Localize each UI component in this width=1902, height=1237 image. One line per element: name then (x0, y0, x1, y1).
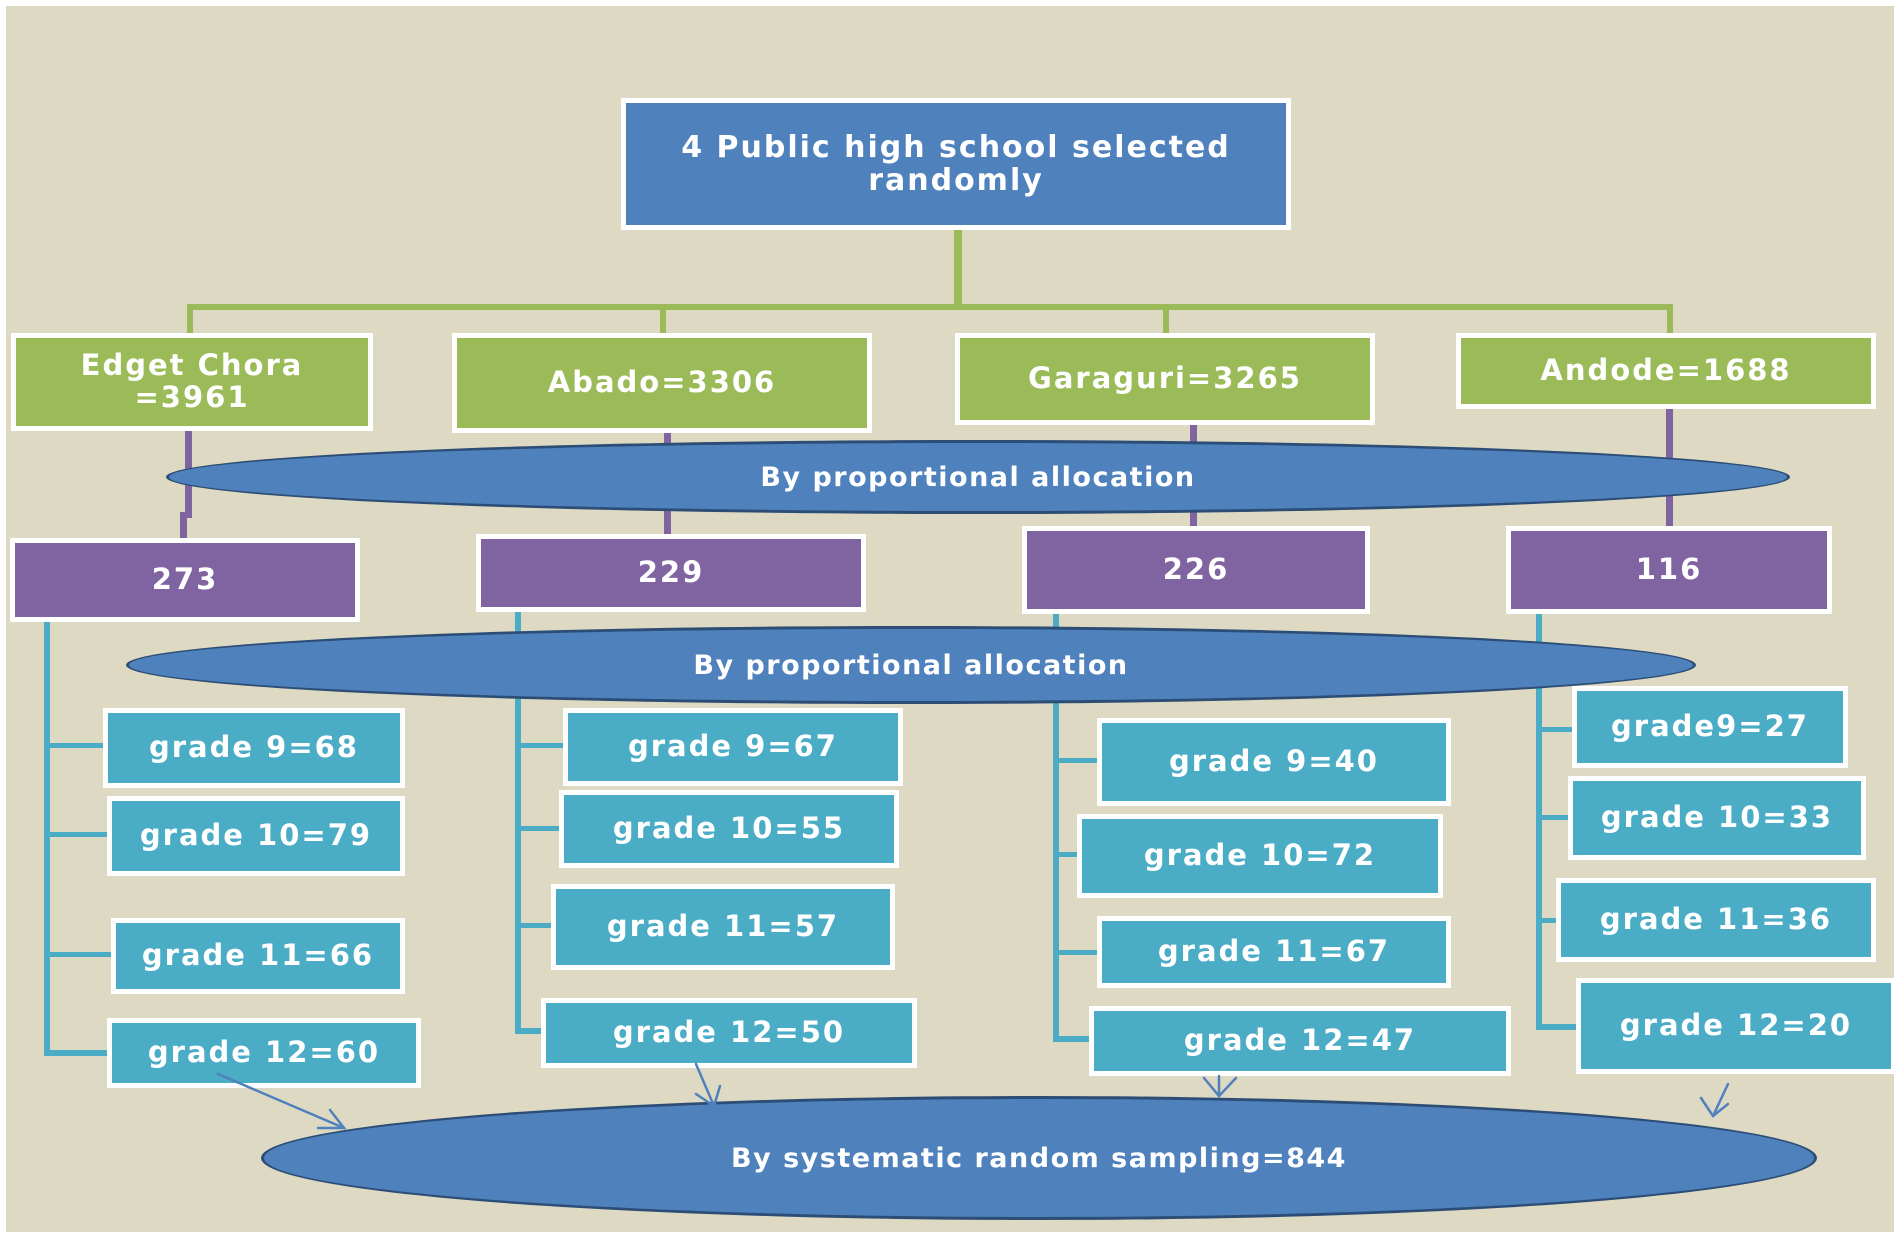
allocation-label: By proportional allocation (760, 461, 1196, 493)
grade-label: grade 12=47 (1183, 1023, 1417, 1058)
grade-label: grade 12=50 (612, 1015, 846, 1050)
grade-label: grade 12=20 (1619, 1008, 1853, 1043)
grade-box: grade 11=57 (551, 884, 895, 970)
tree-branch-school-4-grade-11 (1536, 918, 1560, 923)
grade-label: grade 9=67 (628, 729, 838, 764)
grade-box: grade 9=68 (103, 708, 405, 788)
arrow-2 (694, 1062, 722, 1108)
tree-branch-school-2-grade-11 (515, 923, 555, 928)
grade-label: grade 11=36 (1599, 902, 1833, 937)
grade-box: grade 12=47 (1089, 1006, 1511, 1076)
grade-box: grade 12=20 (1576, 978, 1896, 1074)
tree-trunk-school-4 (1536, 612, 1542, 1030)
grade-box: grade 10=72 (1077, 814, 1443, 898)
tree-branch-school-4-grade-12 (1536, 1024, 1580, 1030)
school-label: Abado=3306 (547, 365, 777, 400)
tree-branch-school-3-grade-12 (1053, 1036, 1093, 1042)
tree-branch-school-4-grade-9 (1536, 727, 1576, 732)
sample-value: 116 (1635, 552, 1703, 587)
tree-branch-school-2-grade-12 (515, 1028, 545, 1034)
grade-box: grade 11=36 (1556, 878, 1876, 962)
top-box: 4 Public high school selected randomly (621, 98, 1291, 230)
school-box-abado: Abado=3306 (452, 333, 872, 433)
tree-trunk-school-1 (44, 620, 50, 1056)
tree-branch-school-3-grade-11 (1053, 950, 1101, 955)
allocation-label: By proportional allocation (693, 649, 1129, 681)
school-box-edget-chora: Edget Chora =3961 (11, 333, 373, 431)
connector-horizontal-bus (187, 304, 1673, 310)
tree-trunk-school-2 (515, 610, 521, 1034)
grade-box: grade 10=79 (107, 796, 405, 876)
school-label: Edget Chora =3961 (80, 348, 304, 414)
school-box-garaguri: Garaguri=3265 (955, 333, 1375, 425)
grade-label: grade 10=33 (1600, 800, 1834, 835)
sample-box-andode: 116 (1506, 526, 1832, 614)
grade-label: grade9=27 (1611, 709, 1809, 744)
grade-label: grade 11=57 (606, 909, 840, 944)
connector-top-trunk (954, 228, 962, 308)
sample-box-abado: 229 (476, 534, 866, 612)
sample-value: 273 (151, 562, 219, 597)
tree-trunk-school-3 (1053, 612, 1059, 1042)
grade-label: grade 10=79 (139, 818, 373, 853)
tree-branch-school-1-grade-11 (44, 952, 115, 957)
connector-school-1-sample-low (180, 512, 187, 540)
connector-to-school-1 (187, 304, 193, 340)
sample-value: 226 (1162, 552, 1230, 587)
grade-box: grade 9=40 (1097, 718, 1451, 806)
connector-to-school-3 (1163, 304, 1169, 340)
grade-box: grade 12=50 (541, 998, 917, 1068)
grade-box: grade 9=67 (563, 708, 903, 786)
grade-box: grade 11=67 (1097, 916, 1451, 988)
grade-label: grade 9=40 (1169, 744, 1379, 779)
tree-branch-school-1-grade-9 (44, 743, 107, 748)
grade-label: grade 9=68 (149, 730, 359, 765)
school-box-andode: Andode=1688 (1456, 333, 1876, 409)
grade-box: grade9=27 (1572, 686, 1848, 768)
arrow-3 (1202, 1074, 1238, 1098)
connector-to-school-4 (1667, 304, 1673, 340)
grade-label: grade 10=72 (1143, 838, 1377, 873)
school-label: Andode=1688 (1540, 353, 1792, 388)
grade-box: grade 12=60 (107, 1018, 421, 1088)
tree-branch-school-1-grade-12 (44, 1050, 111, 1056)
grade-box: grade 10=55 (559, 790, 899, 868)
arrow-1 (216, 1072, 347, 1130)
tree-branch-school-3-grade-9 (1053, 758, 1101, 763)
grade-box: grade 10=33 (1568, 776, 1866, 860)
allocation-ellipse-1: By proportional allocation (166, 440, 1790, 514)
grade-label: grade 11=66 (141, 938, 375, 973)
tree-branch-school-3-grade-10 (1053, 852, 1081, 857)
grade-label: grade 11=67 (1157, 934, 1391, 969)
tree-branch-school-2-grade-10 (515, 826, 563, 831)
connector-to-school-2 (660, 304, 666, 340)
arrow-4 (1699, 1082, 1730, 1118)
grade-label: grade 10=55 (612, 811, 846, 846)
grade-label: grade 12=60 (147, 1035, 381, 1070)
tree-branch-school-2-grade-9 (515, 743, 567, 748)
grade-box: grade 11=66 (111, 918, 405, 994)
sampling-label: By systematic random sampling=844 (731, 1142, 1347, 1174)
sample-value: 229 (637, 555, 705, 590)
tree-branch-school-1-grade-10 (44, 832, 111, 837)
school-label: Garaguri=3265 (1028, 361, 1302, 396)
sample-box-edget-chora: 273 (10, 538, 360, 622)
top-box-label: 4 Public high school selected randomly (681, 130, 1231, 198)
tree-branch-school-4-grade-10 (1536, 815, 1572, 820)
sampling-ellipse: By systematic random sampling=844 (261, 1096, 1817, 1220)
allocation-ellipse-2: By proportional allocation (126, 626, 1696, 704)
sample-box-garaguri: 226 (1022, 526, 1370, 614)
